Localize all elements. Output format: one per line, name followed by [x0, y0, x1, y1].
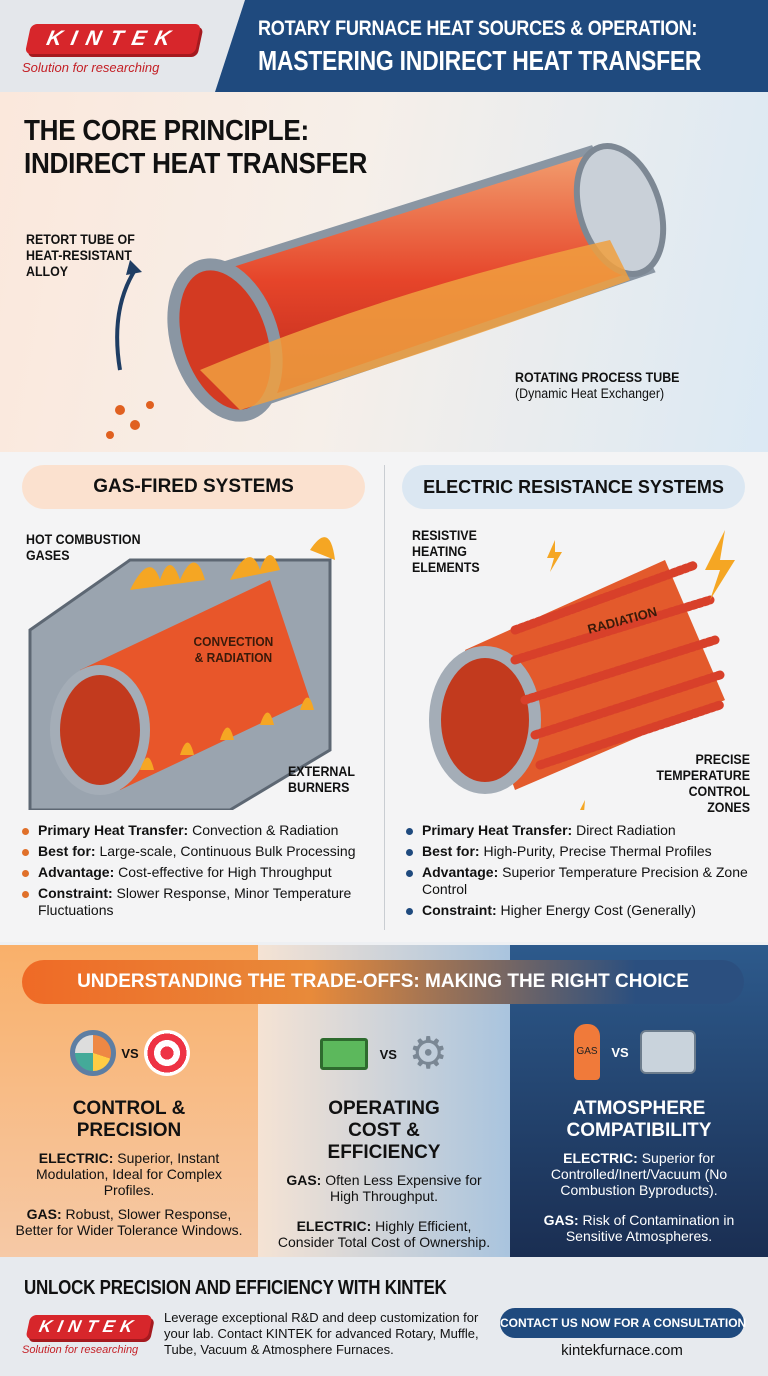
convection-radiation-label: CONVECTION & RADIATION: [193, 634, 274, 665]
atmosphere-column: GAS VS ATMOSPHERE COMPATIBILITY ELECTRIC…: [510, 1000, 768, 1257]
operating-cost-column: VS ⚙ OPERATING COST & EFFICIENCY GAS: Of…: [258, 1000, 510, 1257]
title-banner: [215, 0, 768, 92]
list-item: Advantage: Superior Temperature Precisio…: [402, 864, 752, 898]
resistive-elements-label: RESISTIVE HEATING ELEMENTS: [412, 528, 480, 575]
column-title: ATMOSPHERE COMPATIBILITY: [566, 1098, 712, 1141]
electric-furnace-illustration: [429, 530, 735, 810]
column-text-gas: GAS: Robust, Slower Response, Better for…: [15, 1206, 243, 1238]
target-icon: [144, 1030, 190, 1076]
gauge-icon: [70, 1030, 116, 1076]
column-divider: [384, 465, 385, 930]
control-zones-label: PRECISE TEMPERATURE CONTROL ZONES: [656, 752, 750, 815]
column-text-gas: GAS: Often Less Expensive for High Throu…: [286, 1172, 482, 1204]
rotating-tube-label: ROTATING PROCESS TUBE(Dynamic Heat Excha…: [515, 370, 680, 401]
list-item: Primary Heat Transfer: Direct Radiation: [402, 822, 752, 839]
money-icon: [320, 1038, 368, 1070]
footer-kintek-logo: KINTEK: [25, 1315, 153, 1339]
list-item: Primary Heat Transfer: Convection & Radi…: [18, 822, 368, 839]
footer-logo-tagline: Solution for researching: [22, 1344, 139, 1356]
footer-heading: UNLOCK PRECISION AND EFFICIENCY WITH KIN…: [24, 1277, 447, 1299]
contact-button[interactable]: CONTACT US NOW FOR A CONSULTATION: [500, 1308, 746, 1338]
column-text-electric: ELECTRIC: Superior, Instant Modulation, …: [36, 1150, 222, 1198]
external-burners-label: EXTERNAL BURNERS: [288, 764, 355, 795]
vs-label: VS: [611, 1044, 629, 1060]
column-title: OPERATING COST & EFFICIENCY: [327, 1098, 441, 1163]
rotary-tube-illustration: [106, 143, 667, 439]
gas-cylinder-icon: GAS: [574, 1024, 600, 1080]
combustion-gases-label: HOT COMBUSTION GASES: [26, 532, 141, 563]
column-text-electric: ELECTRIC: Superior for Controlled/Inert/…: [550, 1150, 728, 1198]
list-item: Constraint: Higher Energy Cost (Generall…: [402, 902, 752, 919]
list-item: Best for: Large-scale, Continuous Bulk P…: [18, 843, 368, 860]
control-precision-column: VS CONTROL & PRECISION ELECTRIC: Superio…: [0, 1000, 258, 1257]
core-principle-title: THE CORE PRINCIPLE:INDIRECT HEAT TRANSFE…: [24, 115, 368, 180]
gear-wrench-icon: ⚙: [408, 1029, 448, 1078]
gas-bullet-list: Primary Heat Transfer: Convection & Radi…: [18, 822, 368, 923]
gas-furnace-illustration: [28, 537, 335, 810]
website-link[interactable]: kintekfurnace.com: [561, 1342, 683, 1359]
page-title-line2: MASTERING INDIRECT HEAT TRANSFER: [258, 45, 702, 76]
column-title: CONTROL & PRECISION: [72, 1098, 186, 1141]
electric-heading: ELECTRIC RESISTANCE SYSTEMS: [402, 465, 745, 509]
list-item: Constraint: Slower Response, Minor Tempe…: [18, 885, 368, 919]
gas-fired-heading: GAS-FIRED SYSTEMS: [22, 465, 365, 509]
electric-bullet-list: Primary Heat Transfer: Direct Radiation …: [402, 822, 752, 923]
list-item: Best for: High-Purity, Precise Thermal P…: [402, 843, 752, 860]
page-title-line1: ROTARY FURNACE HEAT SOURCES & OPERATION:: [258, 17, 698, 40]
kintek-logo: KINTEK: [24, 24, 202, 54]
column-text-gas: GAS: Risk of Contamination in Sensitive …: [543, 1212, 735, 1244]
logo-tagline: Solution for researching: [22, 60, 160, 75]
tradeoffs-banner: UNDERSTANDING THE TRADE-OFFS: MAKING THE…: [22, 960, 744, 1004]
vs-label: VS: [379, 1046, 397, 1062]
vs-label: VS: [121, 1045, 139, 1061]
retort-tube-label: RETORT TUBE OF HEAT-RESISTANT ALLOY: [26, 232, 135, 279]
list-item: Advantage: Cost-effective for High Throu…: [18, 864, 368, 881]
column-text-electric: ELECTRIC: Highly Efficient, Consider Tot…: [277, 1218, 491, 1250]
footer-description: Leverage exceptional R&D and deep custom…: [164, 1310, 479, 1357]
vacuum-pump-icon: [640, 1030, 696, 1074]
